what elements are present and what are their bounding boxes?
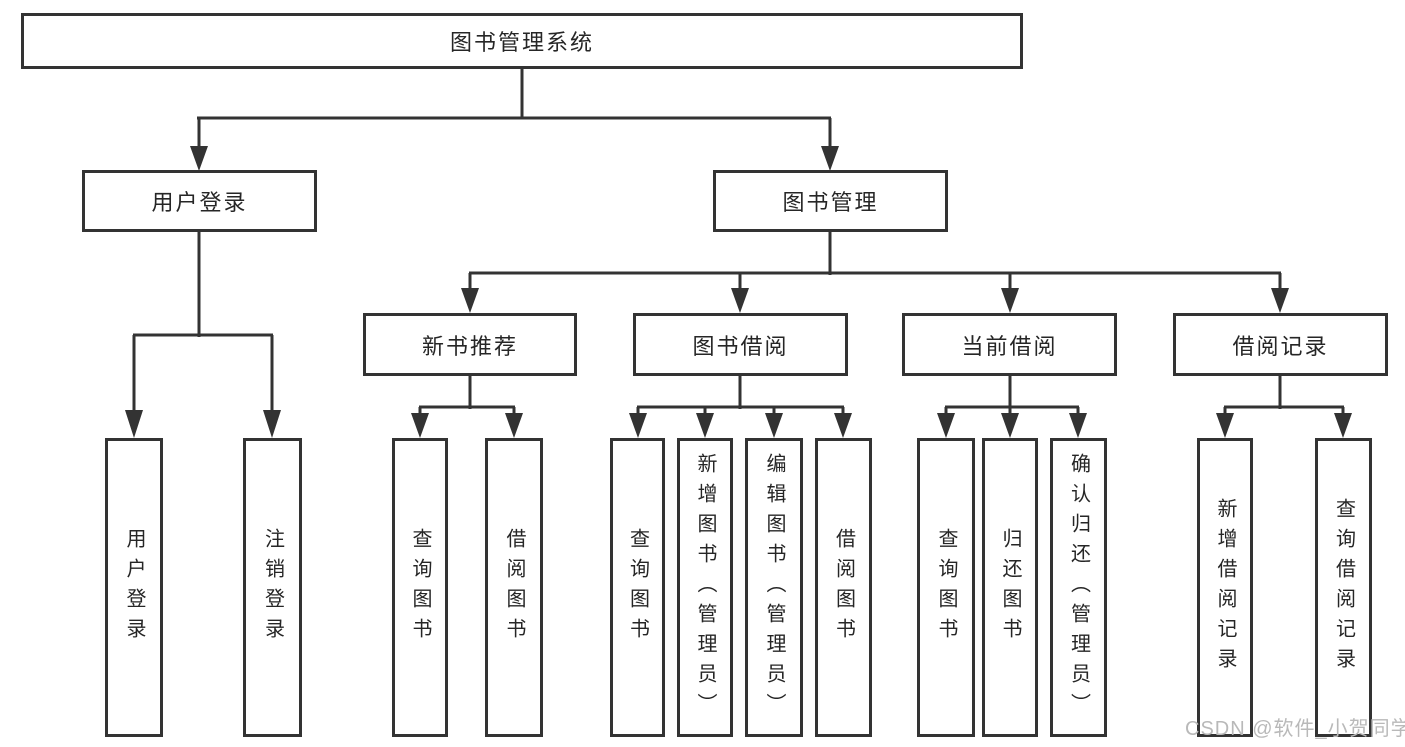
leaf-label: 查询图书 [935,527,957,648]
node-borrow-records: 借阅记录 [1173,313,1388,376]
leaf-label: 用户登录 [123,527,145,648]
node-leaf-borrow-books-recommend: 借阅图书 [485,438,543,737]
leaf-label: 编辑图书（管理员） [763,452,785,723]
leaf-label: 新增图书（管理员） [694,452,716,723]
node-leaf-add-borrow-record: 新增借阅记录 [1197,438,1253,737]
node-leaf-query-books-borrow: 查询图书 [610,438,665,737]
node-leaf-return-books: 归还图书 [982,438,1038,737]
node-leaf-edit-books-admin: 编辑图书（管理员） [745,438,803,737]
node-leaf-user-login: 用户登录 [105,438,163,737]
node-leaf-add-books-admin: 新增图书（管理员） [677,438,733,737]
leaf-label: 查询图书 [409,527,431,648]
leaf-label: 借阅图书 [503,527,525,648]
node-book-management-branch: 图书管理 [713,170,948,232]
node-leaf-logout: 注销登录 [243,438,302,737]
node-book-borrowing: 图书借阅 [633,313,848,376]
leaf-label: 新增借阅记录 [1214,497,1236,678]
node-current-borrowing: 当前借阅 [902,313,1117,376]
node-new-book-recommend: 新书推荐 [363,313,577,376]
node-leaf-confirm-return-admin: 确认归还（管理员） [1050,438,1107,737]
node-root-system: 图书管理系统 [21,13,1023,69]
leaf-label: 确认归还（管理员） [1067,452,1090,723]
leaf-label: 查询图书 [626,527,649,648]
node-user-login-branch: 用户登录 [82,170,317,232]
leaf-label: 注销登录 [261,527,284,648]
node-leaf-borrow-books: 借阅图书 [815,438,872,737]
node-leaf-query-books-current: 查询图书 [917,438,975,737]
leaf-label: 归还图书 [999,527,1021,648]
node-leaf-query-books-recommend: 查询图书 [392,438,448,737]
leaf-label: 查询借阅记录 [1332,497,1355,678]
leaf-label: 借阅图书 [832,527,855,648]
csdn-watermark: CSDN @软件_小贺同学 [1185,718,1405,740]
node-leaf-query-borrow-record: 查询借阅记录 [1315,438,1372,737]
